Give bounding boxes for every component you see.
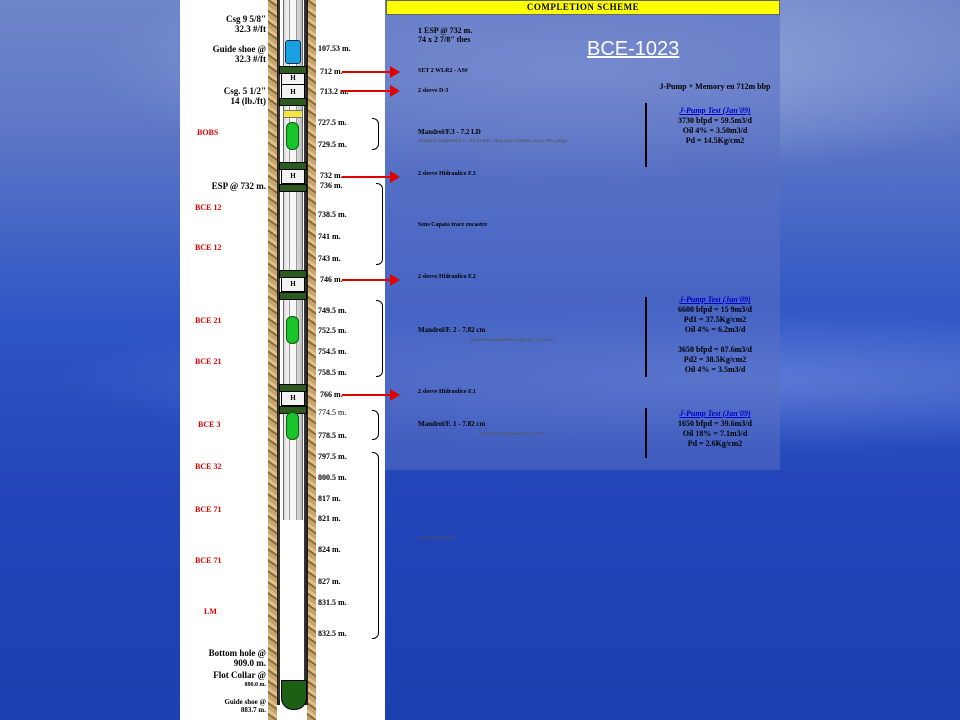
tubing-description: 74 x 2 7/8" tbes	[418, 35, 471, 44]
interval-bracket	[376, 300, 383, 377]
formation-left	[268, 0, 277, 720]
sleeve-hydraulic-1-description: 2 sleeve Hidraulico F.1	[418, 389, 476, 395]
well-name: BCE-1023	[587, 38, 680, 60]
packer-2	[279, 98, 307, 106]
zone-label: BCE 71	[195, 556, 222, 565]
inner-tubing	[289, 0, 297, 520]
zone-label: BCE 71	[195, 505, 222, 514]
float-collar-label: Flot Collar @880.0 m.	[213, 670, 266, 688]
esp-pump-icon	[285, 40, 301, 64]
completion-scheme-title: COMPLETION SCHEME	[386, 0, 780, 15]
depth-marker: 729.5 m.	[318, 140, 347, 149]
depth-marker: 817 m.	[318, 494, 341, 503]
flow-arrow	[342, 389, 400, 401]
depth-marker: 832.5 m.	[318, 629, 347, 638]
mandrel-1-valve	[286, 412, 299, 440]
packer-6	[279, 292, 307, 300]
flow-arrow	[342, 274, 400, 286]
test-interval-line	[645, 408, 647, 458]
set-description: SET 2 WLR2 - AS#	[418, 68, 468, 74]
separator-description: Sens Capata trace encastre	[418, 222, 488, 228]
flow-arrow	[342, 66, 400, 78]
zone-label: BCE 12	[195, 243, 222, 252]
sleeve-hydraulic-3-fitting: H	[281, 168, 305, 184]
zone-label: LM	[204, 607, 217, 616]
depth-marker: 743 m.	[318, 254, 341, 263]
casing-crossover	[283, 110, 303, 118]
production-casing	[278, 0, 306, 700]
packer-1	[279, 66, 307, 74]
depth-marker: 727.5 m.	[318, 118, 347, 127]
wellbore-panel	[180, 0, 385, 720]
depth-marker: 778.5 m.	[318, 431, 347, 440]
description-panel	[385, 0, 780, 470]
depth-marker: 732 m.	[318, 171, 374, 180]
esp-depth-label: ESP @ 732 m.	[211, 181, 266, 191]
mandrel-1-description: Mandrel/F. 1 - 7.82 cm	[418, 420, 486, 428]
zone-label: BCE 3	[198, 420, 221, 429]
casing-9-5-8-label: Csg 9 5/8"32.3 #/ft	[226, 14, 266, 34]
jpump-test-2: J-Pump Test (Jan'09) 6600 bfpd = 15 9m3/…	[678, 295, 752, 374]
depth-marker: 824 m.	[318, 545, 341, 554]
mandrel-2-note: Mandrel completion wing de 1 yes cmb	[470, 338, 554, 343]
formation-right	[307, 0, 316, 720]
mandrel-3-note: Mandrel completion 1 - 0.0 in-line: cicl…	[418, 139, 568, 144]
mandrel-3-valve	[286, 122, 299, 150]
interval-bracket	[372, 118, 379, 150]
test-interval-line	[645, 103, 647, 167]
depth-marker: 741 m.	[318, 232, 341, 241]
zone-label: BCE 32	[195, 462, 222, 471]
flow-arrow	[342, 171, 400, 183]
casing-wall-right	[305, 0, 308, 705]
interval-bracket	[372, 452, 379, 639]
zone-label: BCE 12	[195, 203, 222, 212]
depth-marker: 821 m.	[318, 514, 341, 523]
sleeve-hydraulic-1-fitting: H	[281, 390, 305, 406]
interval-bracket	[376, 183, 383, 265]
depth-marker: 831.5 m.	[318, 598, 347, 607]
guide-shoe-label: Guide shoe @32.3 #/ft	[212, 44, 266, 64]
sleeve-hydraulic-2-fitting: H	[281, 276, 305, 292]
packer-5	[279, 270, 307, 278]
zone-label: BOBS	[197, 128, 219, 137]
esp-description: 1 ESP @ 732 m.	[418, 26, 473, 35]
depth-marker: 752.5 m.	[318, 326, 347, 335]
jpump-label: J-Pump + Memory en 712m bbp	[659, 82, 771, 91]
depth-marker: 738.5 m.	[318, 210, 347, 219]
sleeve-hydraulic-3-description: 2 sleeve Hidraulico F.3	[418, 171, 476, 177]
depth-marker: 107.53 m.	[318, 44, 351, 53]
depth-marker: 736 m.	[318, 181, 374, 190]
plug-description: Tapon compuesto	[418, 536, 456, 541]
depth-marker: 754.5 m.	[318, 347, 347, 356]
interval-bracket	[372, 410, 379, 440]
guide-shoe-bottom-label: Guide shoe @883.7 m.	[224, 698, 266, 714]
packer-4	[279, 184, 307, 192]
sleeve-3-description: 2 sleeve D-3	[418, 88, 449, 94]
depth-marker: 749.5 m.	[318, 306, 347, 315]
jpump-test-1: J-Pump Test (Jan'09) 3730 bfpd = 59.5m3/…	[678, 106, 752, 145]
depth-marker: 758.5 m.	[318, 368, 347, 377]
test-interval-line	[645, 297, 647, 377]
packer-3	[279, 162, 307, 170]
zone-label: BCE 21	[195, 357, 222, 366]
depth-marker: 827 m.	[318, 577, 341, 586]
mandrel-2-valve	[286, 316, 299, 344]
zone-label: BCE 21	[195, 316, 222, 325]
mandrel-3-description: Mandrel/F.3 - 7.2 LD	[418, 128, 481, 136]
jpump-test-3: J-Pump Test (Jan'09) 1650 bfpd = 39.6m3/…	[678, 409, 752, 448]
mandrel-1-note: Mandrel completion de 1 ciclo	[480, 432, 545, 437]
depth-marker: 774.5 m.	[318, 408, 347, 417]
bottom-hole-label: Bottom hole @909.0 m.	[208, 648, 266, 668]
casing-5-1-2-label: Csg. 5 1/2"14 (lb./ft)	[223, 86, 266, 106]
packer-7	[279, 384, 307, 392]
sleeve-hydraulic-2-description: 2 sleeve Hidraulico F.2	[418, 274, 476, 280]
depth-marker: 797.5 m.	[318, 452, 347, 461]
mandrel-2-description: Mandrel/F. 2 - 7.82 cm	[418, 326, 486, 334]
depth-marker: 800.5 m.	[318, 473, 347, 482]
guide-shoe-icon	[281, 680, 307, 710]
flow-arrow	[342, 85, 400, 97]
